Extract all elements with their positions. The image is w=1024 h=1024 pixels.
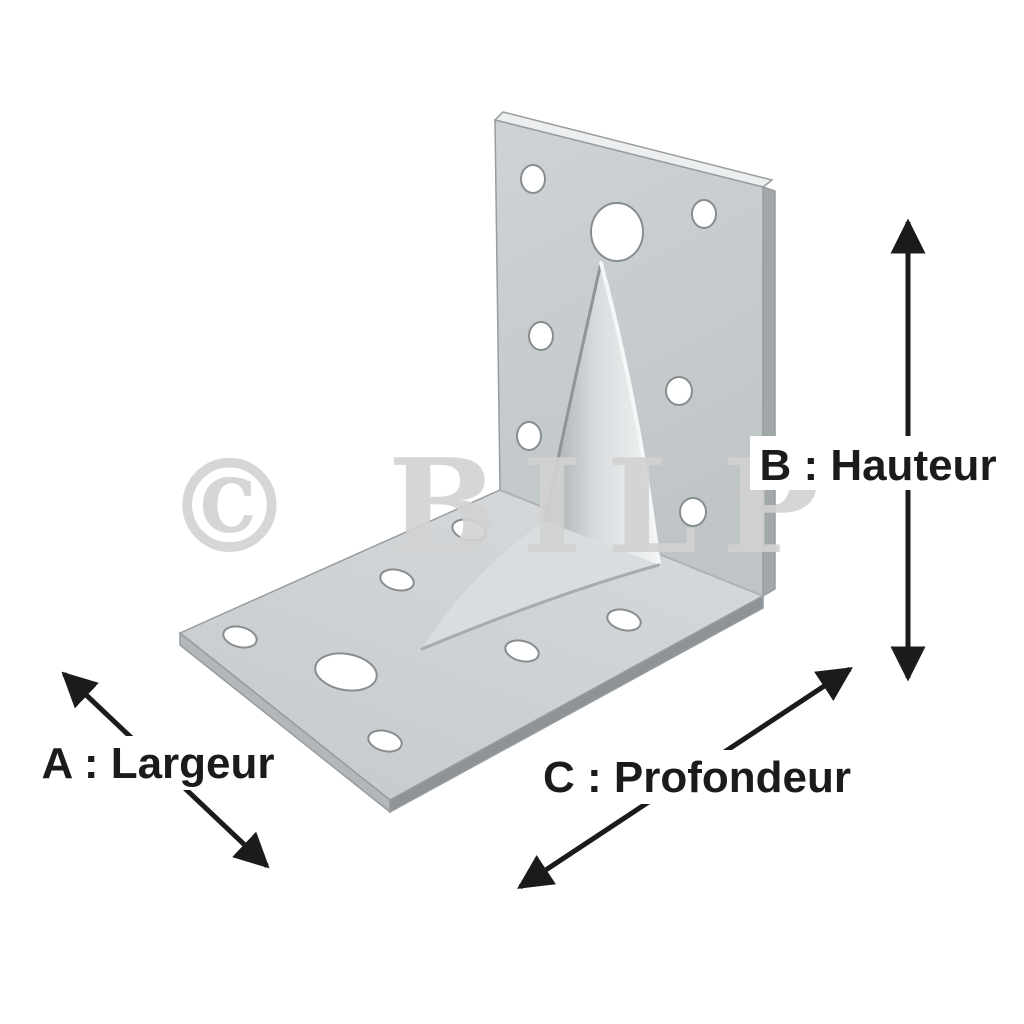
angle-bracket [178,111,776,814]
screw-hole [665,376,693,406]
screw-hole [691,199,717,229]
screw-hole [679,497,707,527]
screw-hole [520,164,546,194]
dimension-labels: B : Hauteur A : Largeur C : Profondeur [38,436,1006,804]
watermark-text: © BILP [164,430,843,583]
large-bolt-hole [314,652,378,692]
screw-hole [222,625,258,649]
depth-label-backdrop [536,750,858,804]
screw-hole [528,321,554,351]
rib-vertical-shadow [543,261,603,523]
vertical-plate-holes [516,164,717,527]
width-label: A : Largeur [41,739,274,788]
large-bolt-hole [590,202,644,262]
rib-vertical-highlight [599,261,661,567]
screw-hole [379,568,415,592]
screw-hole [504,639,540,663]
width-label-backdrop [38,736,278,790]
rib-vertical [545,263,659,565]
screw-hole [606,608,642,632]
horizontal-plate-holes [222,518,642,753]
rib-horizontal [422,521,659,649]
screw-hole [516,421,542,451]
height-label-backdrop [750,436,1006,490]
screw-hole [367,729,403,753]
screw-hole [451,518,487,542]
height-label: B : Hauteur [759,441,996,490]
rib-horizontal-shadow [420,563,661,651]
depth-label: C : Profondeur [543,753,851,802]
